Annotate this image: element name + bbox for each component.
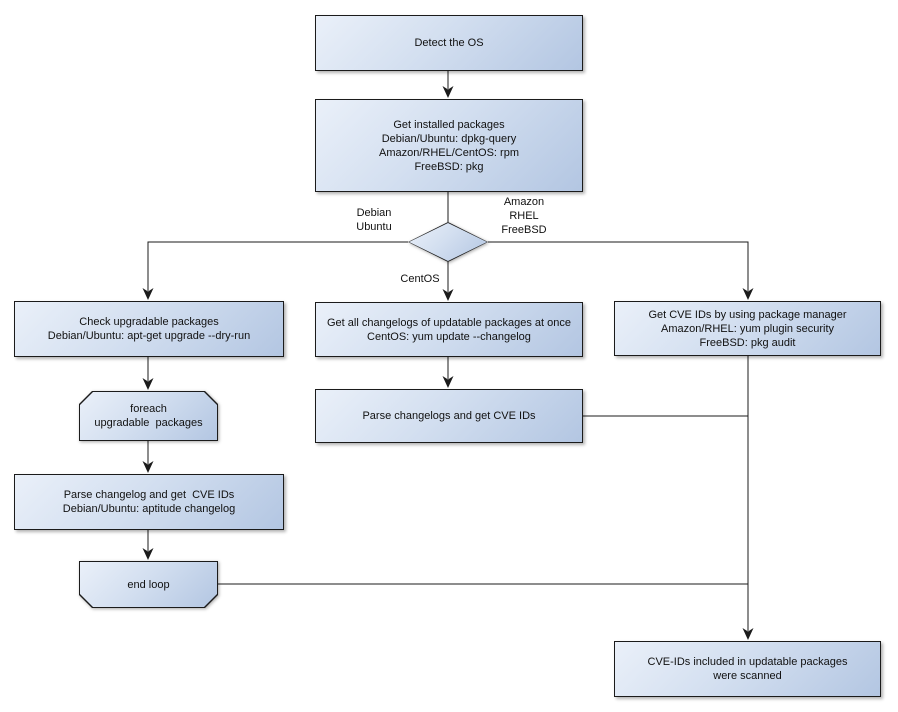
- node-cve-ids-scanned: CVE-IDs included in updatable packages w…: [614, 641, 881, 697]
- node-label: end loop: [127, 578, 170, 591]
- node-check-upgradable: Check upgradable packages Debian/Ubuntu:…: [14, 301, 284, 357]
- node-shape-fill: [80, 562, 217, 607]
- node-get-installed-packages: Get installed packages Debian/Ubuntu: dp…: [315, 99, 583, 192]
- node-label: Parse changelog and get CVE IDs Debian/U…: [62, 489, 236, 515]
- arrowhead-end-loop: [142, 548, 154, 560]
- node-label: Detect the OS: [414, 37, 484, 49]
- edge-decision-to-check-upgradable: [147, 241, 408, 291]
- arrowhead-foreach: [142, 378, 154, 390]
- node-os-decision-diamond: [408, 222, 488, 262]
- arrowhead-check-upgradable: [142, 288, 154, 300]
- arrowhead-parse-changelogs-mid: [442, 376, 454, 388]
- node-shape-fill: [409, 223, 487, 261]
- node-label: CVE-IDs included in updatable packages w…: [647, 656, 848, 682]
- node-parse-changelogs: Parse changelogs and get CVE IDs: [315, 389, 583, 443]
- node-label: Get installed packages Debian/Ubuntu: dp…: [379, 118, 519, 173]
- node-end-loop: end loop: [79, 561, 218, 608]
- edge-label-centos: CentOS: [400, 273, 440, 285]
- arrowhead-get-cve-ids: [742, 288, 754, 300]
- node-foreach-loop: foreach upgradable packages: [79, 391, 218, 441]
- edge-label-amazon-rhel-freebsd: Amazon RHEL FreeBSD: [501, 196, 547, 236]
- node-label: foreach upgradable packages: [94, 403, 203, 429]
- edge-label-debian-ubuntu: Debian Ubuntu: [356, 207, 392, 233]
- node-label: Get all changelogs of updatable packages…: [326, 316, 571, 343]
- edge-decision-to-get-cve-ids: [488, 241, 749, 291]
- node-detect-os: Detect the OS: [315, 15, 583, 71]
- arrowhead-installed: [442, 86, 454, 98]
- node-label: Parse changelogs and get CVE IDs: [362, 410, 536, 422]
- node-get-cve-ids-pkg-manager: Get CVE IDs by using package manager Ama…: [614, 301, 881, 356]
- node-parse-changelog-debian: Parse changelog and get CVE IDs Debian/U…: [14, 474, 284, 530]
- node-label: Get CVE IDs by using package manager Ama…: [648, 308, 847, 349]
- node-label: Check upgradable packages Debian/Ubuntu:…: [47, 316, 251, 342]
- arrowhead-scanned: [742, 628, 754, 640]
- node-shape-fill: [80, 392, 217, 440]
- node-get-all-changelogs: Get all changelogs of updatable packages…: [315, 302, 583, 357]
- arrowhead-parse-changelog: [142, 461, 154, 473]
- arrowhead-get-all-changelogs: [442, 289, 454, 301]
